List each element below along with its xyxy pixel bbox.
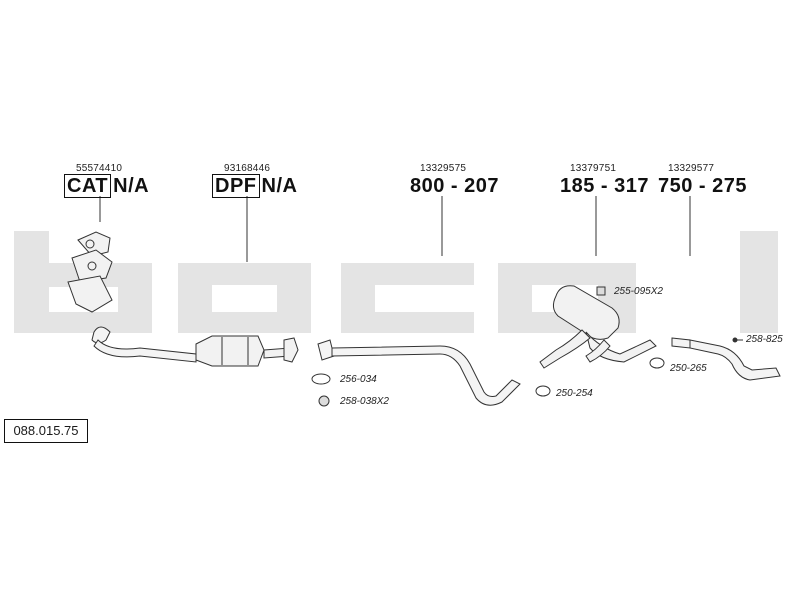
pointer-icon — [732, 337, 738, 343]
callout-clamp: 250-265 — [670, 363, 707, 374]
part-code: 800 - 207 — [410, 175, 500, 197]
part-tag: CAT — [64, 174, 112, 198]
callout-clamp: 250-254 — [556, 388, 593, 399]
part-code-value: N/A — [113, 175, 150, 197]
clamp-icon — [649, 357, 665, 369]
rubber-mount-icon — [318, 395, 330, 407]
gasket-icon — [311, 373, 331, 385]
intermediate-pipe-icon — [317, 339, 521, 406]
part-tag: DPF — [212, 174, 260, 198]
part-code: 750 - 275 — [658, 175, 748, 197]
oem-number: 13329575 — [420, 163, 467, 174]
part-code-value: N/A — [261, 175, 298, 197]
part-code: 185 - 317 — [560, 175, 650, 197]
oem-number: 13379751 — [570, 163, 617, 174]
oem-number: 93168446 — [224, 163, 271, 174]
reference-number: 088.015.75 — [4, 419, 88, 443]
callout-rubber-mount: 258-038X2 — [340, 396, 389, 407]
catalytic-converter-icon — [67, 231, 113, 313]
oem-number: 13329577 — [668, 163, 715, 174]
rubber-hanger-icon — [596, 286, 606, 296]
front-pipe-icon — [91, 326, 197, 363]
middle-silencer-icon — [539, 285, 657, 369]
oem-number: 55574410 — [76, 163, 123, 174]
tail-pipe-icon — [671, 337, 781, 381]
callout-rubber-hanger: 255-095X2 — [614, 286, 663, 297]
callout-gasket: 256-034 — [340, 374, 377, 385]
dpf-icon — [195, 335, 299, 367]
clamp-icon — [535, 385, 551, 397]
callout-pointer: 258-825 — [746, 334, 783, 345]
